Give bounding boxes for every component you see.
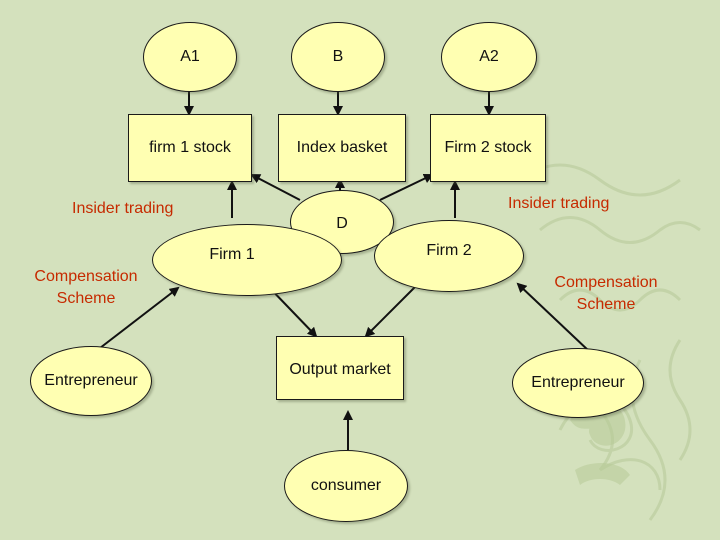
node-b-label: B [332, 48, 344, 65]
node-firm2-label: Firm 2 [426, 242, 472, 259]
node-entrepreneur-right: Entrepreneur [512, 348, 644, 418]
node-a2: A2 [441, 22, 537, 92]
arrow-firm2-to-output-market [364, 279, 423, 338]
arrow-firm2-entrepreneur-right [516, 282, 600, 362]
arrow-firm1-entrepreneur-left [90, 286, 180, 357]
node-b: B [291, 22, 385, 92]
node-firm1-stock: firm 1 stock [128, 114, 252, 182]
compensation-right-label: Compensation Scheme [546, 272, 666, 316]
node-firm1: Firm 1 [152, 224, 342, 296]
compensation-left-label: Compensation Scheme [26, 266, 146, 310]
node-consumer-label: consumer [310, 477, 382, 494]
node-entrepreneur-left: Entrepreneur [30, 346, 152, 416]
node-a2-label: A2 [479, 48, 499, 65]
node-firm1-label: Firm 1 [209, 246, 255, 263]
node-consumer: consumer [284, 450, 408, 522]
node-d-label: D [336, 215, 348, 232]
node-a1: A1 [143, 22, 237, 92]
compensation-right-line1: Compensation [554, 274, 658, 291]
insider-trading-right-label: Insider trading [508, 195, 610, 212]
compensation-right-line2: Scheme [576, 296, 636, 313]
node-output-market: Output market [276, 336, 404, 400]
node-output-market-label: Output market [289, 361, 391, 378]
node-index-basket-label: Index basket [296, 139, 388, 156]
compensation-left-line2: Scheme [56, 290, 116, 307]
arrow-d-to-index-basket [250, 174, 301, 201]
node-firm2: Firm 2 [374, 220, 524, 292]
node-entrepreneur-right-label: Entrepreneur [531, 374, 625, 391]
insider-trading-left-label: Insider trading [72, 200, 174, 217]
node-a1-label: A1 [180, 48, 200, 65]
node-firm1-stock-label: firm 1 stock [149, 139, 231, 156]
node-firm2-stock-label: Firm 2 stock [444, 139, 532, 156]
arrow-d-to-firm2-stock [379, 173, 434, 201]
compensation-left-line1: Compensation [34, 268, 138, 285]
node-entrepreneur-left-label: Entrepreneur [44, 372, 138, 389]
node-firm2-stock: Firm 2 stock [430, 114, 546, 182]
node-index-basket: Index basket [278, 114, 406, 182]
